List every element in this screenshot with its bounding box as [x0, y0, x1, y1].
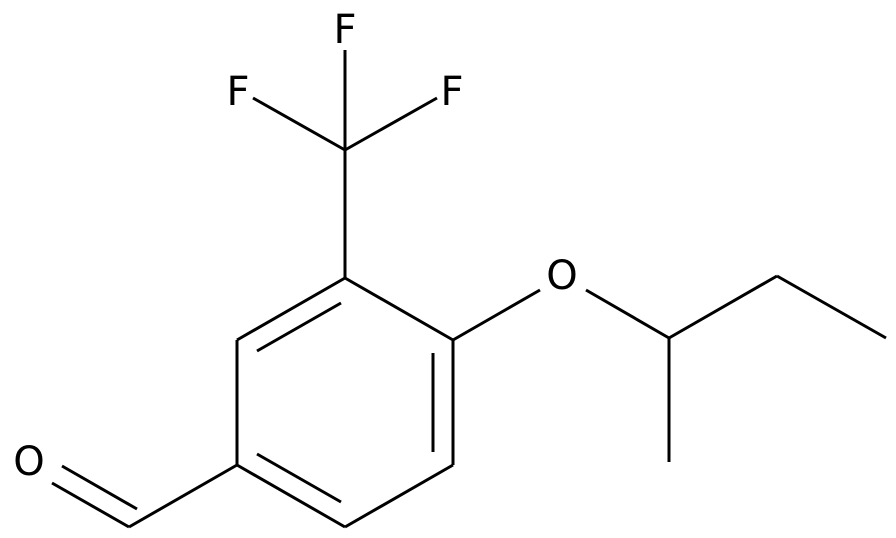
bond-ch2-ch3	[776, 274, 887, 340]
bond-ring-cho	[128, 463, 238, 529]
fluorine-atom-label: F	[226, 69, 249, 115]
bond-ring-4	[344, 463, 454, 529]
fluorine-atom-label: F	[440, 69, 463, 115]
bond-c-o-double-2	[61, 464, 138, 511]
bond-ring-o	[452, 288, 541, 342]
fluorine-atom-label: F	[333, 7, 356, 53]
bond-c-f-right	[344, 96, 438, 152]
bond-ring-3-inner	[256, 452, 342, 504]
ether-oxygen-label: O	[546, 253, 577, 299]
bond-ring-1	[236, 276, 346, 342]
bond-ch-ch2	[668, 274, 778, 340]
aldehyde-oxygen-label: O	[13, 439, 44, 485]
bond-c-o-double-1	[51, 481, 130, 529]
bond-o-ch	[585, 288, 670, 340]
bond-ring-3	[236, 463, 346, 529]
bond-ring-6	[344, 276, 454, 342]
bond-c-f-left	[252, 96, 346, 152]
bond-ring-1-inner	[256, 301, 342, 353]
